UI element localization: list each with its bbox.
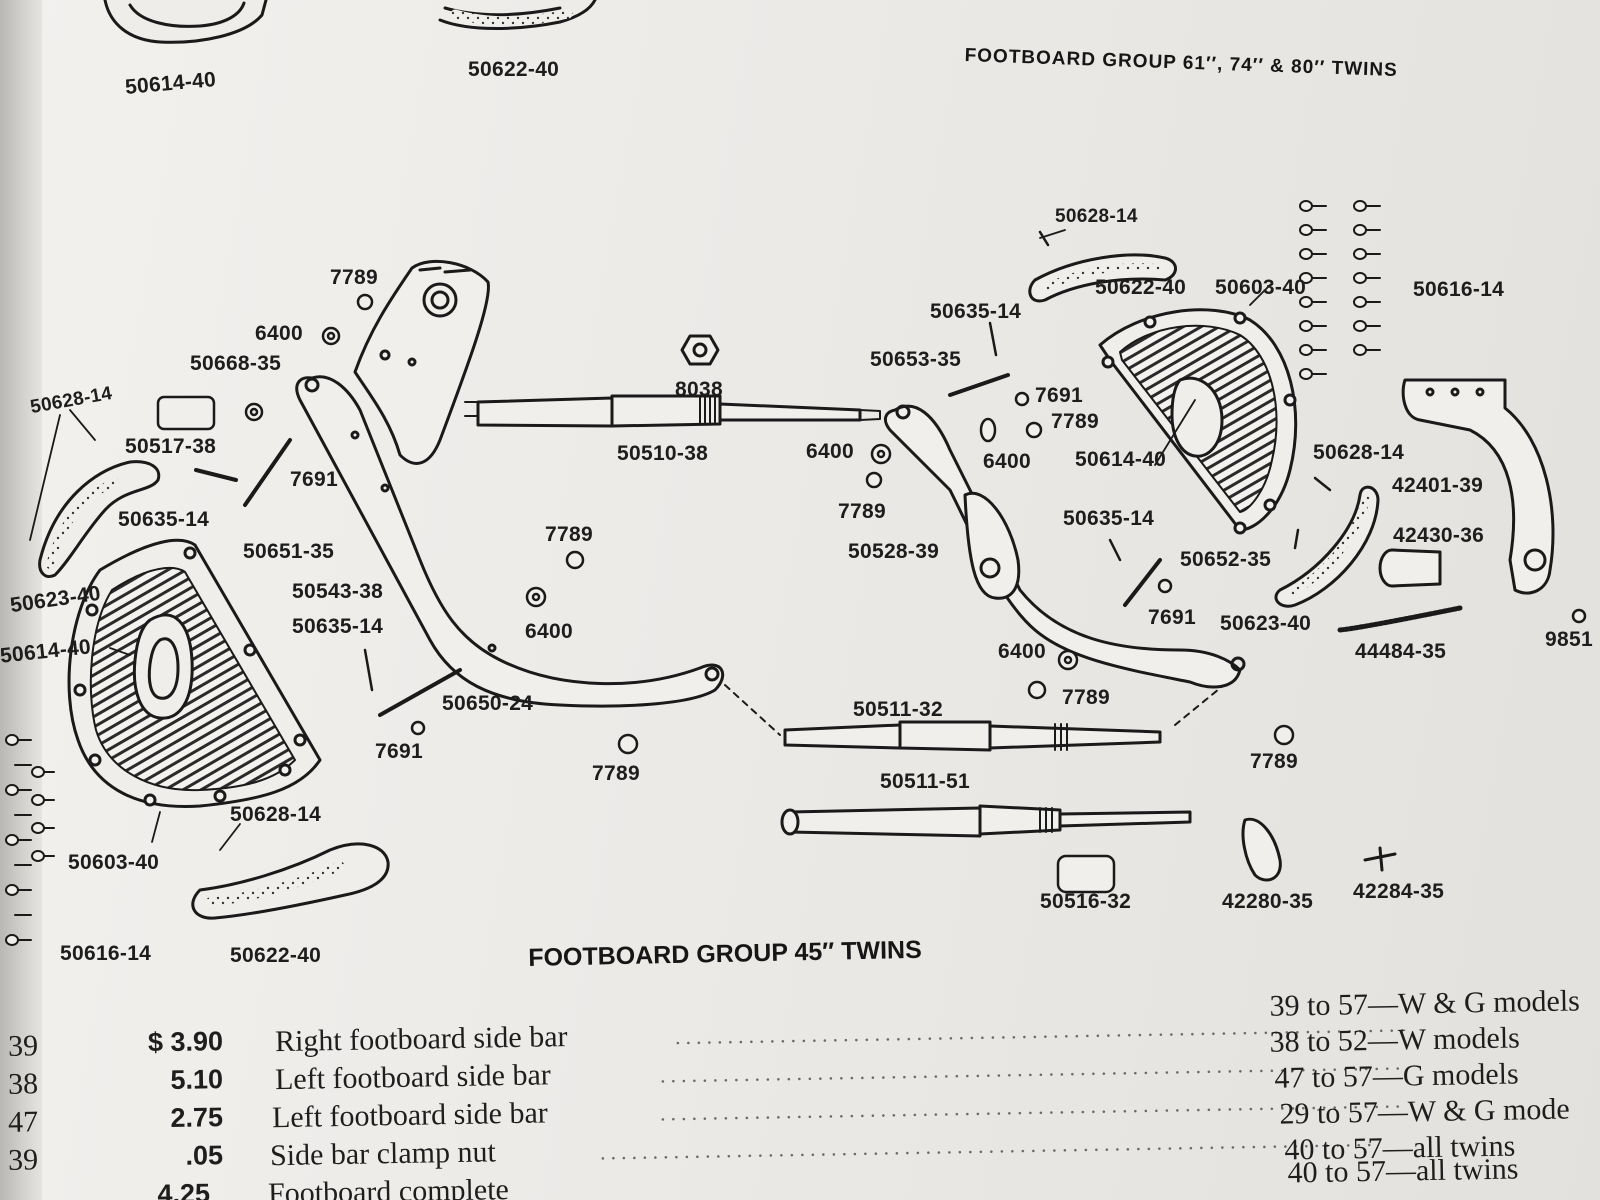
part-label: 7691: [290, 468, 338, 491]
part-label: 50517-38: [125, 435, 217, 458]
footboard-plate-partial: [103, 0, 268, 44]
part-label: 50603-40: [1215, 276, 1307, 299]
part-label: 50652-35: [1180, 548, 1272, 571]
part-label: 6400: [806, 440, 854, 463]
description: Side bar clamp nut: [269, 1135, 497, 1173]
price: 5.10: [170, 1064, 224, 1095]
part-label: 7691: [375, 740, 423, 763]
part-label: 50653-35: [870, 348, 962, 371]
part-label: 42430-36: [1393, 524, 1485, 547]
part-label: 50616-14: [1413, 278, 1505, 301]
part-suffix: 39: [7, 1143, 39, 1177]
part-label: 7789: [1250, 750, 1298, 773]
part-label: 50628-14: [1055, 206, 1138, 227]
part-label: 50511-32: [853, 698, 943, 721]
part-label: 7789: [1051, 410, 1099, 433]
model-years: 38 to 52—W models: [1269, 1021, 1521, 1059]
part-suffix: 47: [7, 1105, 39, 1139]
price: 2.75: [170, 1102, 224, 1133]
part-label: 50622-40: [1095, 276, 1187, 299]
model-years: 47 to 57—G models: [1274, 1057, 1519, 1095]
part-label: 42284-35: [1353, 880, 1445, 903]
model-years: 39 to 57—W & G models: [1269, 984, 1581, 1023]
description: Right footboard side bar: [274, 1020, 568, 1059]
part-label: 50622-40: [230, 944, 322, 967]
part-label: 50516-32: [1040, 890, 1132, 913]
description: Left footboard side bar: [274, 1058, 552, 1097]
part-label: 42280-35: [1222, 890, 1314, 913]
part-label: 50635-14: [930, 300, 1022, 323]
part-label: 6400: [998, 640, 1046, 663]
part-label: 50511-51: [880, 770, 970, 793]
model-years: 40 to 57—all twins: [1287, 1152, 1519, 1190]
part-label: 7789: [330, 266, 378, 289]
description: Left footboard side bar: [271, 1096, 549, 1135]
part-label: 50635-14: [1063, 507, 1155, 530]
part-label: 50628-14: [1313, 441, 1405, 464]
part-label: 50650-24: [442, 692, 534, 715]
part-suffix: 39: [7, 1029, 39, 1063]
price: $ 3.90: [147, 1026, 224, 1058]
book-gutter: [0, 0, 42, 1200]
part-label: 8038: [675, 378, 723, 401]
part-label: 50623-40: [1220, 612, 1312, 635]
part-label: 42401-39: [1392, 474, 1484, 497]
part-label: 50651-35: [243, 540, 335, 563]
part-label: 50614-40: [1075, 448, 1167, 471]
part-label: 6400: [525, 620, 573, 643]
price: .05: [185, 1140, 224, 1171]
part-label: 6400: [255, 322, 303, 345]
part-label: 50635-14: [118, 508, 210, 531]
part-label: 50628-14: [230, 803, 322, 826]
part-label: 7789: [545, 523, 593, 546]
part-suffix: 38: [7, 1067, 39, 1101]
part-label: 44484-35: [1355, 640, 1447, 663]
part-label: 7691: [1035, 384, 1083, 407]
part-label: 50616-14: [60, 942, 152, 965]
part-label: 50668-35: [190, 352, 282, 375]
part-label: 9851: [1545, 628, 1593, 651]
part-label: 7789: [1062, 686, 1110, 709]
part-label: 50622-40: [468, 58, 560, 81]
part-label: 7789: [592, 762, 640, 785]
part-label: 50543-38: [292, 580, 384, 603]
part-label: 50635-14: [292, 615, 384, 638]
part-label: 6400: [983, 450, 1031, 473]
part-label: 50603-40: [68, 851, 160, 874]
model-years: 29 to 57—W & G mode: [1279, 1092, 1570, 1131]
part-label: 50528-39: [848, 540, 940, 563]
part-label: 7691: [1148, 606, 1196, 629]
part-label: 7789: [838, 500, 886, 523]
part-label: 50510-38: [617, 442, 709, 465]
part-suffix: [0, 1181, 38, 1182]
